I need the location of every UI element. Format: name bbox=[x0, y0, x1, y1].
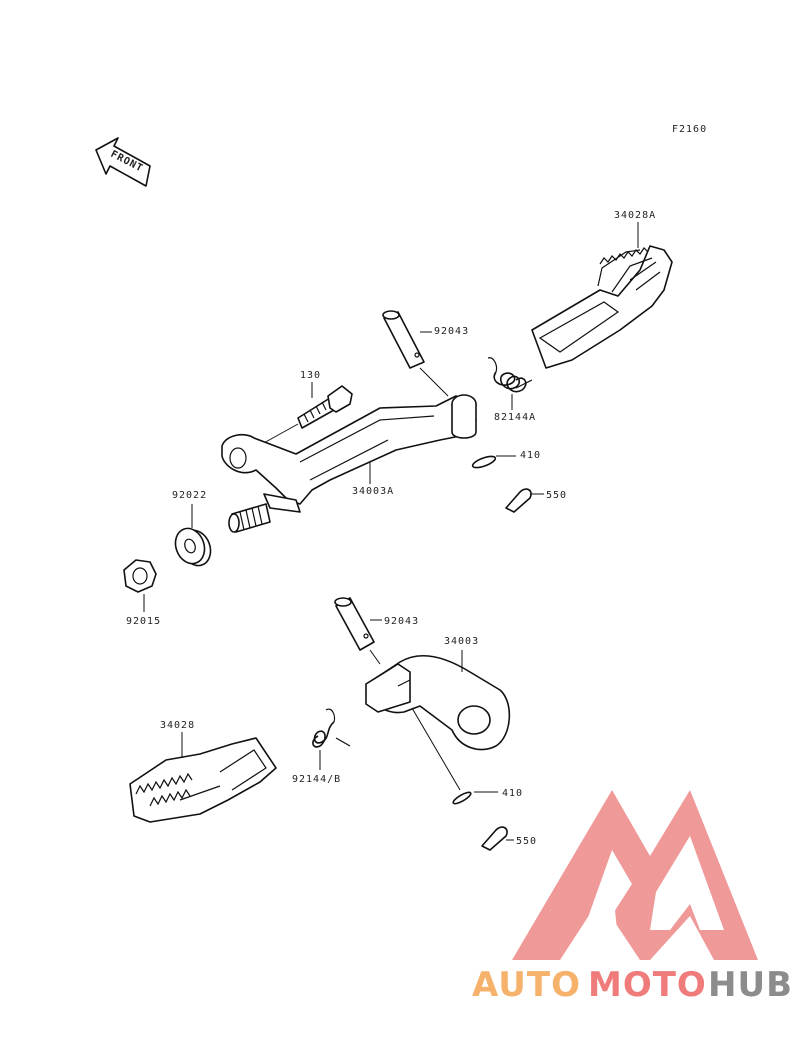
bolt-130 bbox=[297, 385, 353, 429]
watermark-text: AUTO MOTO HUB bbox=[472, 965, 793, 1005]
washer-92022 bbox=[174, 527, 212, 567]
watermark-moto: MOTO bbox=[588, 965, 707, 1005]
front-arrow-icon: FRONT bbox=[95, 137, 151, 187]
label-34003: 34003 bbox=[444, 636, 479, 647]
clevis-pin-bottom bbox=[334, 597, 375, 651]
label-92043-bottom: 92043 bbox=[384, 616, 419, 627]
clevis-pin-top bbox=[382, 310, 425, 369]
label-410-top: 410 bbox=[520, 450, 541, 461]
watermark-logo-icon bbox=[512, 790, 758, 960]
oring-top bbox=[471, 455, 497, 469]
nut-92015 bbox=[123, 559, 157, 593]
label-92015: 92015 bbox=[126, 616, 161, 627]
spring-top bbox=[487, 357, 533, 393]
label-82144A: 82144A bbox=[494, 412, 536, 423]
watermark-auto: AUTO bbox=[472, 965, 581, 1005]
label-410-bottom: 410 bbox=[502, 788, 523, 799]
label-92022: 92022 bbox=[172, 490, 207, 501]
spring-bottom bbox=[312, 708, 351, 748]
label-130: 130 bbox=[300, 370, 321, 381]
cotter-pin-bottom bbox=[481, 826, 508, 851]
label-550-bottom: 550 bbox=[516, 836, 537, 847]
label-34028: 34028 bbox=[160, 720, 195, 731]
brake-pedal bbox=[221, 394, 477, 513]
label-92144B: 92144/B bbox=[292, 774, 341, 785]
footpeg-left bbox=[129, 737, 277, 823]
pedal-shaft bbox=[228, 503, 271, 533]
footpeg-right bbox=[531, 245, 673, 369]
label-34003A: 34003A bbox=[352, 486, 394, 497]
label-550-top: 550 bbox=[546, 490, 567, 501]
cotter-pin-top bbox=[505, 488, 532, 513]
figure-code: F2160 bbox=[672, 124, 707, 135]
oring-bottom bbox=[452, 791, 472, 805]
watermark-hub: HUB bbox=[708, 965, 793, 1005]
label-92043-top: 92043 bbox=[434, 326, 469, 337]
pedal-arm-bottom bbox=[365, 654, 511, 751]
label-34028A: 34028A bbox=[614, 210, 656, 221]
